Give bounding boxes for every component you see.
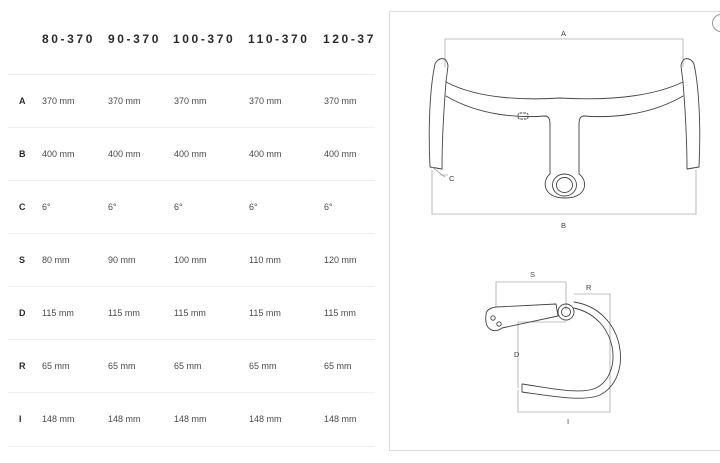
table-cell: 400 mm	[324, 149, 357, 159]
table-cell: 65 mm	[324, 361, 352, 371]
table-row-d: D 115 mm 115 mm 115 mm 115 mm 115 mm	[8, 286, 375, 340]
table-row-a: A 370 mm 370 mm 370 mm 370 mm 370 mm	[8, 74, 375, 128]
row-label: R	[19, 361, 26, 371]
dimension-label-b: B	[561, 221, 566, 230]
table-row-c: C 6° 6° 6° 6° 6°	[8, 180, 375, 234]
table-cell: 120 mm	[324, 255, 357, 265]
table-row-r: R 65 mm 65 mm 65 mm 65 mm 65 mm	[8, 339, 375, 393]
row-label: C	[19, 202, 26, 212]
front-view-handlebar	[428, 38, 701, 215]
table-cell: 6°	[108, 202, 117, 212]
table-cell: 65 mm	[174, 361, 202, 371]
table-cell: 400 mm	[249, 149, 282, 159]
table-cell: 370 mm	[324, 96, 357, 106]
row-label: I	[19, 414, 22, 424]
column-header-80-370: 80-370	[42, 32, 95, 46]
table-cell: 115 mm	[324, 308, 356, 318]
row-label: B	[19, 149, 26, 159]
table-row-i: I 148 mm 148 mm 148 mm 148 mm 148 mm	[8, 392, 375, 447]
table-cell: 6°	[249, 202, 258, 212]
geometry-diagram-panel: A C B S R D I	[389, 11, 720, 451]
table-cell: 6°	[324, 202, 333, 212]
geometry-table: 80-370 90-370 100-370 110-370 120-37 A 3…	[0, 0, 375, 447]
row-label: A	[19, 96, 26, 106]
table-cell: 100 mm	[174, 255, 207, 265]
table-cell: 370 mm	[108, 96, 141, 106]
table-cell: 370 mm	[249, 96, 282, 106]
table-cell: 6°	[42, 202, 51, 212]
table-cell: 65 mm	[42, 361, 70, 371]
handlebar-diagram: A C B S R D I	[428, 29, 701, 426]
table-cell: 148 mm	[42, 414, 75, 424]
table-cell: 115 mm	[249, 308, 281, 318]
table-cell: 65 mm	[108, 361, 136, 371]
dimension-label-c: C	[449, 174, 455, 183]
table-header: 80-370 90-370 100-370 110-370 120-37	[0, 0, 375, 75]
row-label: S	[19, 255, 26, 265]
table-cell: 400 mm	[174, 149, 207, 159]
column-header-90-370: 90-370	[108, 32, 161, 46]
table-cell: 80 mm	[42, 255, 70, 265]
table-cell: 65 mm	[249, 361, 277, 371]
table-cell: 400 mm	[42, 149, 75, 159]
dimension-label-r: R	[586, 283, 592, 292]
table-cell: 115 mm	[108, 308, 140, 318]
table-cell: 400 mm	[108, 149, 141, 159]
column-header-100-370: 100-370	[173, 32, 236, 46]
column-header-120-370: 120-37	[323, 32, 375, 46]
table-cell: 148 mm	[249, 414, 282, 424]
dimension-label-a: A	[561, 29, 566, 38]
table-cell: 370 mm	[174, 96, 207, 106]
table-cell: 110 mm	[249, 255, 281, 265]
table-cell: 115 mm	[174, 308, 206, 318]
table-cell: 370 mm	[42, 96, 75, 106]
column-header-110-370: 110-370	[248, 32, 310, 46]
table-cell: 6°	[174, 202, 183, 212]
table-cell: 148 mm	[108, 414, 141, 424]
table-cell: 148 mm	[324, 414, 357, 424]
side-view-handlebar	[485, 281, 621, 413]
table-cell: 90 mm	[108, 255, 136, 265]
row-label: D	[19, 308, 26, 318]
dimension-label-s: S	[530, 270, 535, 279]
table-row-b: B 400 mm 400 mm 400 mm 400 mm 400 mm	[8, 127, 375, 181]
table-cell: 148 mm	[174, 414, 207, 424]
dimension-label-d: D	[514, 350, 520, 359]
table-cell: 115 mm	[42, 308, 74, 318]
dimension-label-i: I	[567, 417, 569, 426]
table-row-s: S 80 mm 90 mm 100 mm 110 mm 120 mm	[8, 233, 375, 287]
